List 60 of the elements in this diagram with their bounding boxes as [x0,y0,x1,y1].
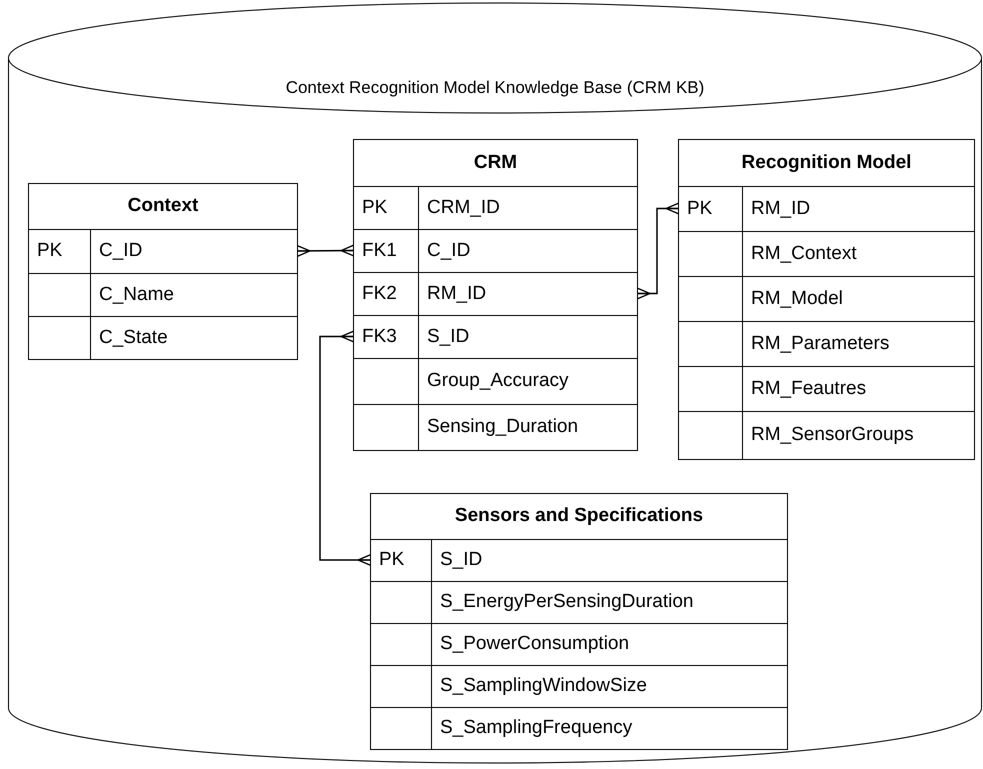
table-row [354,358,637,404]
table-title: Recognition Model [742,150,912,175]
field-name: CRM_ID [427,196,500,220]
entity-table [353,139,638,451]
table-row [354,404,637,450]
key-label: FK2 [362,282,397,306]
field-name: RM_Context [751,242,857,266]
table-row [354,272,637,315]
table-row [679,186,974,231]
table-row [371,581,787,623]
table-row [679,321,974,366]
key-label: FK3 [362,324,397,349]
field-name: C_State [99,326,168,350]
field-name: S_ID [440,548,482,572]
relationship-line [636,202,680,300]
key-label: PK [379,548,404,572]
table-row [679,276,974,321]
table-row [679,231,974,276]
key-label: PK [687,196,712,221]
field-name: RM_ID [751,196,810,221]
entity-table [370,493,788,750]
field-name: S_ID [427,324,470,349]
entity-table [678,139,975,460]
key-label: PK [37,239,62,264]
key-label: FK1 [362,238,397,263]
field-name: Group_Accuracy [427,369,569,394]
field-name: RM_SensorGroups [751,423,914,448]
field-name: RM_Feautres [751,376,866,401]
field-name: S_PowerConsumption [440,632,630,656]
table-row [354,229,637,272]
table-row [354,315,637,358]
field-name: S_SamplingFrequency [440,716,632,740]
field-name: C_ID [99,239,142,264]
field-name: RM_ID [427,282,486,306]
entity-table [28,183,298,360]
table-title: Sensors and Specifications [454,504,704,528]
field-name: RM_Parameters [751,332,890,356]
field-name: RM_Model [751,286,843,311]
key-label: PK [362,196,388,220]
database-title: Context Recognition Model Knowledge Base (CRM KB) [286,77,704,99]
field-name: S_EnergyPerSensingDuration [440,590,694,614]
database-cylinder [8,2,982,764]
table-row [29,273,297,316]
table-row [679,366,974,411]
table-row [354,186,637,229]
table-title: CRM [474,150,518,175]
table-title: Context [128,194,198,218]
table-row [371,665,787,707]
relationship-line [296,244,355,258]
table-row [29,316,297,359]
table-row [371,623,787,665]
field-name: Sensing_Duration [427,415,578,440]
table-row [679,411,974,459]
field-name: C_Name [99,282,174,307]
relationship-line [319,330,372,566]
table-row [371,707,787,749]
field-name: S_SamplingWindowSize [440,674,647,698]
table-row [371,539,787,581]
field-name: C_ID [427,238,470,263]
table-row [29,229,297,273]
